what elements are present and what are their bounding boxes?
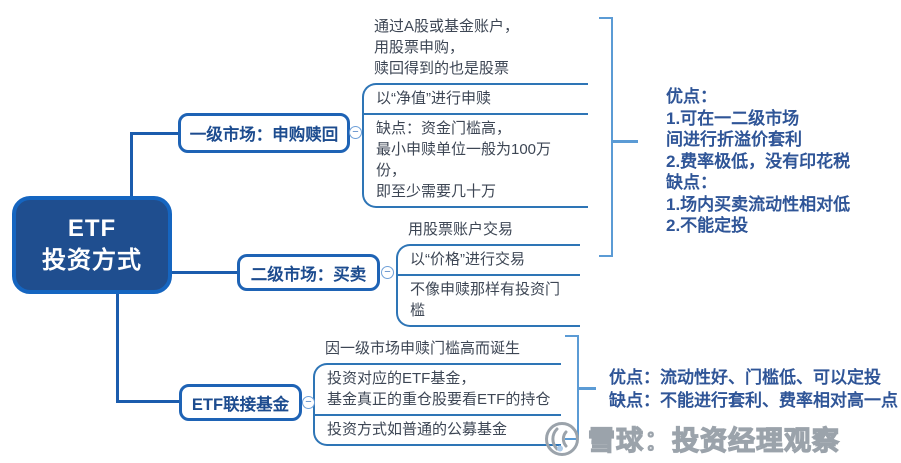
note-line: 缺点：不能进行套利、费率相对高一点	[609, 390, 898, 410]
branch-node-etf-feeder-fund[interactable]: ETF联接基金	[179, 384, 302, 421]
summary-bracket-tick	[579, 387, 596, 390]
branch1-label: 一级市场：申购赎回	[189, 126, 339, 144]
node-text-line: 用股票申购，	[374, 39, 465, 56]
note-feeder-pros-cons: 优点：流动性好、门槛低、可以定投 缺点：不能进行套利、费率相对高一点	[609, 367, 898, 412]
summary-bracket-tick	[613, 140, 638, 143]
edge-root-branch3-horizontal	[116, 400, 180, 403]
branch1-children: 通过A股或基金账户， 用股票申购， 赎回得到的也是股票 以“净值”进行申赎 缺点…	[362, 13, 588, 208]
collapse-toggle-branch1[interactable]: −	[349, 126, 362, 139]
minus-icon: −	[305, 396, 312, 408]
node-text-line: 缺点：资金门槛高，	[376, 120, 512, 137]
watermark-text: 雪球：投资经理观察	[587, 425, 840, 456]
branch3-children-bracket: 投资对应的ETF基金， 基金真正的重仓股要看ETF的持仓 投资方式如普通的公募基…	[313, 363, 561, 446]
branch1-children-bracket: 以“净值”进行申赎 缺点：资金门槛高， 最小申赎单位一般为100万份， 即至少需…	[362, 83, 588, 208]
node-text-line: 投资方式如普通的公募基金	[327, 421, 508, 438]
edge-root-branch1-horizontal	[130, 132, 178, 135]
node-text-line: 通过A股或基金账户，	[374, 18, 520, 35]
child-node: 以“净值”进行申赎	[364, 85, 588, 115]
collapse-toggle-branch3[interactable]: −	[302, 396, 315, 409]
child-node: 因一级市场申赎门槛高而诞生	[313, 335, 561, 363]
note-markets-pros-cons: 优点： 1.可在一二级市场 间进行折溢价套利 2.费率极低，没有印花税 缺点： …	[666, 86, 850, 237]
node-text-line: 用股票账户交易	[408, 221, 514, 238]
note-line: 缺点：	[666, 173, 717, 192]
edge-root-branch1-vertical	[130, 132, 133, 197]
note-line: 优点：	[666, 87, 717, 106]
node-text-line: 因一级市场申赎门槛高而诞生	[325, 340, 521, 357]
child-node: 通过A股或基金账户， 用股票申购， 赎回得到的也是股票	[362, 13, 588, 83]
node-text-line: 以“净值”进行申赎	[376, 90, 491, 107]
child-node: 不像申赎那样有投资门槛	[398, 276, 580, 325]
note-line: 优点：流动性好、门槛低、可以定投	[609, 368, 881, 387]
child-node: 用股票账户交易	[396, 216, 580, 244]
node-text-line: 投资对应的ETF基金，	[327, 370, 476, 387]
branch-node-secondary-market[interactable]: 二级市场：买卖	[237, 254, 380, 291]
node-text-line: 以“价格”进行交易	[410, 251, 525, 268]
summary-bracket-feeder	[565, 335, 579, 440]
node-text-line: 基金真正的重仓股要看ETF的持仓	[327, 391, 551, 408]
snowball-icon	[545, 421, 579, 456]
watermark: 雪球：投资经理观察	[543, 419, 840, 458]
note-line: 2.费率极低，没有印花税	[666, 151, 851, 171]
child-node: 缺点：资金门槛高， 最小申赎单位一般为100万份， 即至少需要几十万	[364, 115, 588, 206]
branch3-label: ETF联接基金	[191, 395, 290, 414]
node-text-line: 赎回得到的也是股票	[374, 60, 510, 77]
root-title-line2: 投资方式	[42, 247, 142, 274]
note-line: 1.可在一二级市场	[666, 108, 800, 128]
note-line: 间进行折溢价套利	[666, 130, 802, 149]
child-node: 投资方式如普通的公募基金	[315, 416, 561, 444]
minus-icon: −	[352, 126, 359, 138]
note-line: 1.场内买卖流动性相对低	[666, 194, 851, 214]
edge-root-branch3-vertical	[116, 293, 119, 403]
collapse-toggle-branch2[interactable]: −	[381, 266, 394, 279]
branch2-children: 用股票账户交易 以“价格”进行交易 不像申赎那样有投资门槛	[396, 216, 580, 327]
child-node: 投资对应的ETF基金， 基金真正的重仓股要看ETF的持仓	[315, 365, 561, 416]
root-title-line1: ETF	[67, 215, 117, 242]
summary-bracket-markets	[599, 17, 613, 257]
branch2-label: 二级市场：买卖	[250, 265, 367, 284]
branch3-children: 因一级市场申赎门槛高而诞生 投资对应的ETF基金， 基金真正的重仓股要看ETF的…	[313, 335, 561, 446]
child-node: 以“价格”进行交易	[398, 246, 580, 276]
branch2-children-bracket: 以“价格”进行交易 不像申赎那样有投资门槛	[396, 244, 580, 327]
edge-root-branch2	[172, 271, 238, 274]
note-line: 2.不能定投	[666, 216, 749, 235]
root-node-etf[interactable]: ETF 投资方式	[12, 196, 172, 294]
minus-icon: −	[384, 266, 391, 278]
node-text-line: 不像申赎那样有投资门槛	[410, 281, 561, 319]
branch-node-primary-market[interactable]: 一级市场：申购赎回	[178, 113, 350, 153]
node-text-line: 即至少需要几十万	[376, 183, 497, 200]
node-text-line: 最小申赎单位一般为100万份，	[376, 141, 552, 179]
